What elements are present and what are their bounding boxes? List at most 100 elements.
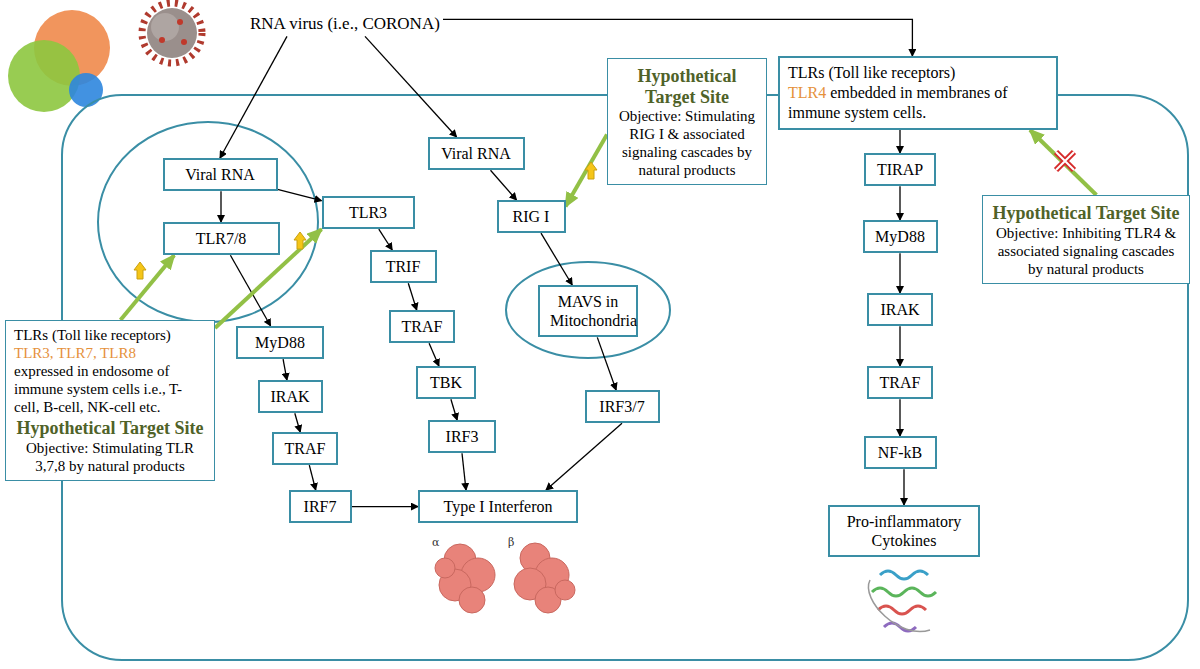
process-box: TRAF (389, 310, 455, 343)
node-text: TLR4 (788, 84, 826, 101)
signal-arrow (541, 233, 572, 285)
node-text: Type I Interferon (430, 497, 566, 516)
node-text: IRF3 (440, 427, 484, 446)
protein-blob (435, 558, 455, 578)
mitochondria (506, 262, 670, 358)
target-heading: Hypothetical Target Site (616, 66, 758, 107)
process-box: TRIF (370, 250, 437, 283)
process-box: TBK (416, 366, 476, 399)
signal-arrow (283, 359, 287, 380)
node-text: Objective: Stimulating RIG I & associate… (616, 107, 758, 179)
receptor-box: RIG I (497, 200, 566, 233)
virus-spikes (142, 3, 202, 63)
signal-arrow (899, 326, 900, 366)
node-text: Viral RNA (175, 165, 266, 184)
node-text: TLRs (Toll like receptors) (14, 326, 206, 344)
virus-dot (181, 39, 187, 45)
signal-arrow (451, 399, 457, 420)
virus-body (147, 8, 197, 58)
virus-dot (177, 19, 183, 25)
process-box: TRAF (867, 366, 933, 399)
signal-arrow (899, 130, 900, 153)
receptor-box: TLR3 (322, 196, 415, 229)
node-text: TLR3 (334, 203, 403, 222)
target-callout: TLRs (Toll like receptors)TLR3, TLR7, TL… (5, 320, 215, 481)
loop (868, 580, 930, 632)
stimulate-icon (134, 262, 146, 279)
helix (878, 606, 926, 614)
helix (872, 588, 936, 596)
process-box: TIRAP (864, 153, 936, 186)
signal-arrow (546, 423, 622, 490)
signal-arrow (365, 36, 457, 137)
node-text: NF-kB (876, 443, 925, 462)
node-text: Objective: Stimulating TLR 3,7,8 by natu… (14, 439, 206, 475)
protein-blob (459, 587, 485, 613)
target-callout: Hypothetical Target SiteObjective: Stimu… (607, 58, 767, 185)
signal-arrow (379, 229, 392, 250)
node-text: expressed in endosome of immune system c… (14, 362, 206, 416)
helix (880, 571, 928, 579)
inhibit-icon (1056, 152, 1074, 170)
receptor-box: TLR7/8 (163, 222, 280, 255)
process-box: IRF3/7 (585, 390, 660, 423)
process-box: MyD88 (236, 326, 324, 359)
target-arrow (1030, 130, 1096, 195)
signal-arrow (462, 453, 466, 490)
target-callout: Hypothetical Target SiteObjective: Inhib… (982, 195, 1190, 284)
signal-arrow (903, 469, 904, 505)
node-text: RNA virus (i.e., CORONA) (250, 14, 441, 34)
node-text: TLR3, TLR7, TLR8 (14, 344, 206, 362)
deco-circle (69, 73, 103, 107)
node-text: RIG I (509, 207, 554, 226)
output-box: Pro-inflammatory Cytokines (828, 505, 980, 557)
process-box: TRAF (272, 432, 338, 465)
deco-circle (8, 40, 80, 112)
process-box: NF-kB (864, 436, 937, 469)
process-box: Viral RNA (428, 137, 525, 170)
endosome (98, 122, 318, 322)
node-text: IRAK (879, 300, 921, 319)
signal-arrow (220, 36, 287, 158)
cytokine-illustration (868, 571, 936, 632)
protein-blob (555, 580, 575, 600)
node-text: Viral RNA (440, 144, 513, 163)
node-text: TLR7/8 (175, 229, 268, 248)
process-box: MyD88 (863, 220, 938, 253)
node-text: TRAF (401, 317, 443, 336)
signal-arrow (491, 170, 517, 200)
signal-arrow (443, 19, 912, 56)
stimulate-icon (294, 232, 306, 249)
signal-arrow (408, 283, 416, 310)
node-text: TRAF (879, 373, 921, 392)
target-heading: Hypothetical Target Site (14, 418, 206, 439)
node-text: MyD88 (248, 333, 312, 352)
signal-arrow (295, 413, 300, 432)
node-text: TRIF (382, 257, 425, 276)
receptor-note: TLRs (Toll like receptors)TLR4embedded i… (778, 56, 1058, 130)
target-arrow (121, 255, 175, 320)
target-heading: Hypothetical Target Site (991, 203, 1181, 224)
signal-arrow (429, 343, 439, 366)
signal-arrow (899, 253, 900, 293)
node-text: TRAF (284, 439, 326, 458)
signal-arrow (230, 255, 270, 326)
node-text: TLRs (Toll like receptors) (788, 63, 1048, 83)
stimulate-icon (585, 162, 597, 179)
node-text: MyD88 (875, 227, 926, 246)
process-box: IRAK (258, 380, 323, 413)
signal-arrow (220, 191, 221, 222)
node-text: TIRAP (876, 160, 924, 179)
virus-label: RNA virus (i.e., CORONA) (248, 12, 443, 36)
node-text: IRAK (270, 387, 311, 406)
node-text: IRF7 (301, 497, 340, 516)
output-box: Type I Interferon (418, 490, 578, 523)
node-text: Pro-inflammatory Cytokines (840, 512, 968, 550)
virus-illustration (142, 3, 202, 63)
target-arrow (566, 134, 608, 206)
node-text: TBK (428, 373, 464, 392)
signal-arrow (278, 189, 322, 200)
virus-shade (151, 13, 179, 41)
process-box: IRF7 (289, 490, 352, 523)
